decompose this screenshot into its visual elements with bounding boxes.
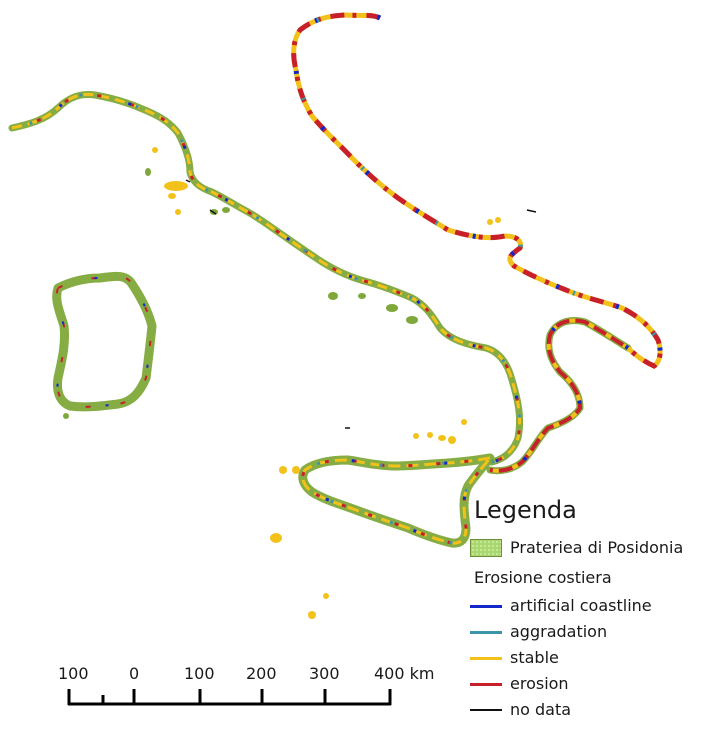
scale-tick-label: 200 bbox=[246, 664, 277, 683]
posidonia-swatch bbox=[470, 539, 502, 557]
scale-tick-label: 0 bbox=[129, 664, 140, 683]
line-swatch bbox=[470, 630, 502, 634]
legend-item-label: aggradation bbox=[510, 622, 608, 641]
legend-title: Legenda bbox=[474, 496, 577, 524]
legend-item-erosion: erosion bbox=[470, 672, 569, 696]
legend-item-label: no data bbox=[510, 700, 572, 719]
legend-item-label: erosion bbox=[510, 674, 569, 693]
line-swatch bbox=[470, 656, 502, 660]
legend-item-posidonia: Prateriea di Posidonia bbox=[470, 536, 683, 560]
scale-tick-label: 400 km bbox=[374, 664, 435, 683]
line-swatch bbox=[470, 709, 502, 711]
legend-item-aggradation: aggradation bbox=[470, 620, 607, 644]
legend-subheading: Erosione costiera bbox=[474, 568, 612, 587]
legend-item-no-data: no data bbox=[470, 698, 571, 722]
legend-item-artificial: artificial coastline bbox=[470, 594, 652, 618]
scale-tick-label: 100 bbox=[58, 664, 89, 683]
line-swatch bbox=[470, 604, 502, 608]
scale-tick-label: 300 bbox=[309, 664, 340, 683]
legend-item-stable: stable bbox=[470, 646, 559, 670]
line-swatch bbox=[470, 682, 502, 686]
scale-tick-label: 100 bbox=[184, 664, 215, 683]
scale-bar bbox=[67, 689, 392, 706]
legend-item-label: artificial coastline bbox=[510, 596, 652, 615]
legend-item-label: Prateriea di Posidonia bbox=[510, 538, 684, 557]
legend-item-label: stable bbox=[510, 648, 559, 667]
